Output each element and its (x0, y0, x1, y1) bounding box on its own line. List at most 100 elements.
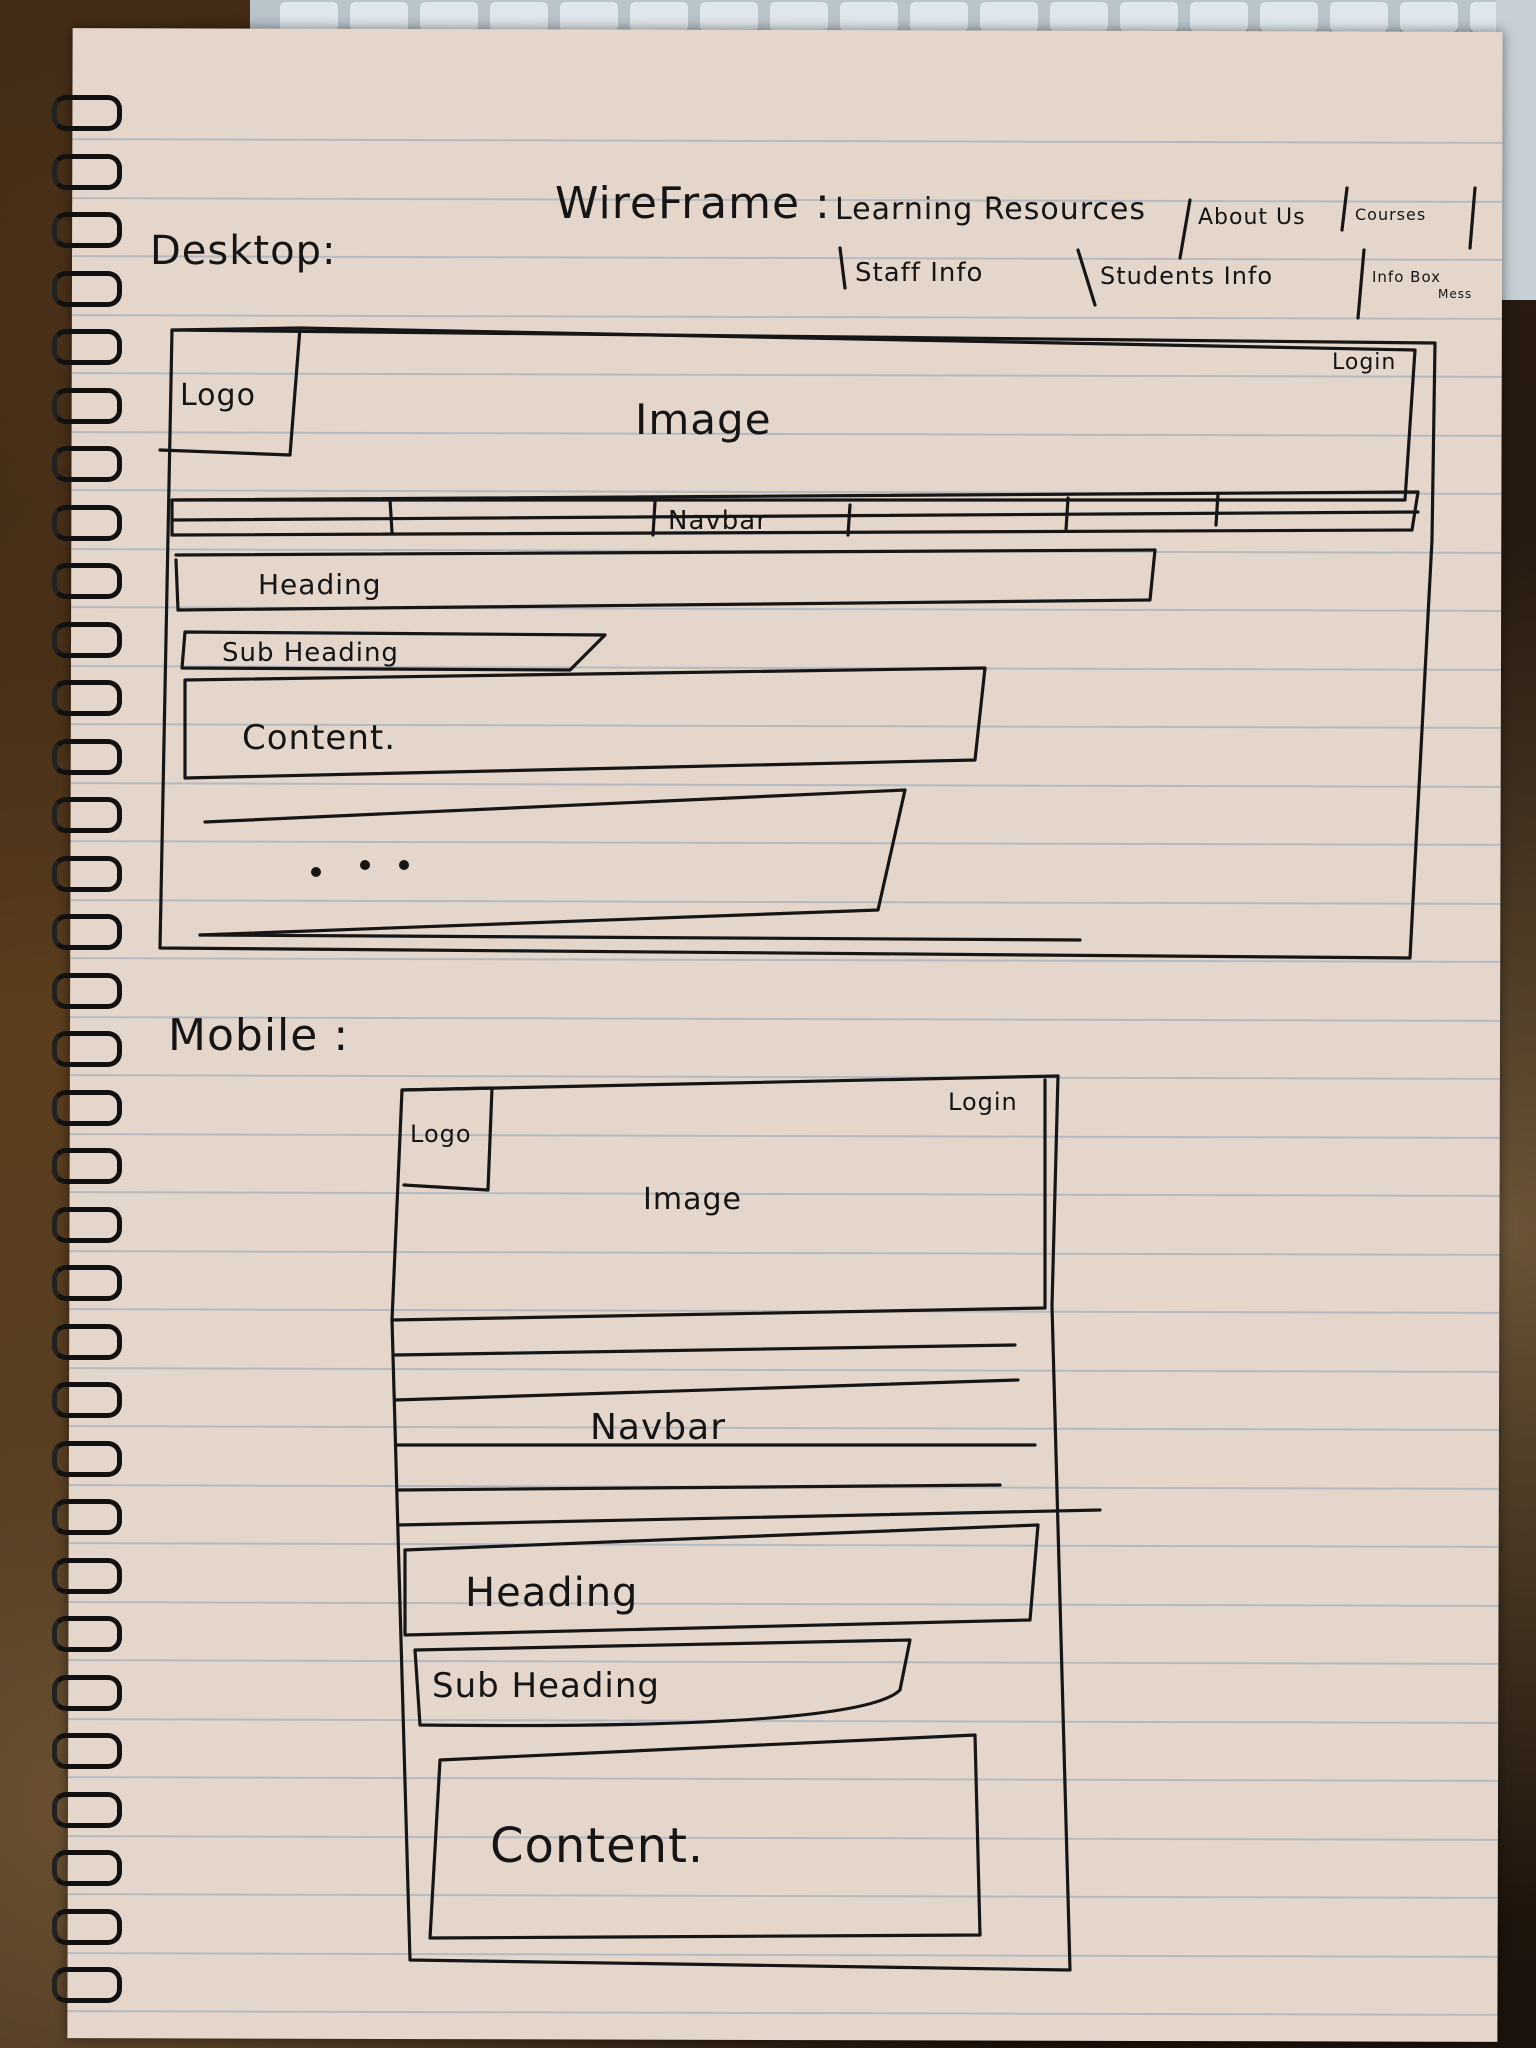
desktop-more-box-underline (198, 933, 1082, 942)
keyboard-key (560, 2, 618, 32)
desktop-login: Login (1332, 350, 1397, 375)
desktop-label: Desktop: (150, 228, 337, 274)
spiral-ring (52, 1148, 122, 1184)
desktop-frame-inner (172, 510, 1420, 522)
spiral-ring (52, 387, 122, 424)
mobile-subheading: Sub Heading (432, 1666, 660, 1706)
page-courses: Courses (1355, 205, 1427, 224)
spiral-ring (52, 1557, 122, 1594)
desktop-navbar (170, 490, 1420, 537)
keyboard-key (630, 2, 688, 32)
mobile-label: Mobile : (168, 1010, 350, 1061)
keyboard-key (1190, 2, 1248, 32)
desktop-logo-box (158, 326, 302, 457)
keyboard-key (1260, 2, 1318, 32)
spiral-ring (52, 329, 122, 365)
desktop-heading-box (174, 548, 1157, 612)
spiral-ring (52, 1089, 122, 1126)
spiral-ring (52, 95, 122, 131)
page-about-us: About Us (1198, 205, 1306, 230)
mobile-subheading-box (413, 1638, 912, 1728)
spiral-ring (52, 855, 122, 892)
desktop-image-box (174, 326, 1417, 502)
desktop-logo: Logo (180, 378, 256, 413)
navbar-divider (846, 503, 852, 537)
spiral-ring (52, 1206, 122, 1243)
spiral-ring (52, 1674, 122, 1711)
keyboard-key (980, 2, 1038, 32)
keyboard-key (700, 2, 758, 32)
mobile-navbar-line (393, 1343, 1017, 1357)
desktop-navbar: Navbar (668, 506, 768, 536)
desktop-frame (158, 328, 1437, 960)
divider (1468, 186, 1477, 250)
spiral-ring (52, 212, 122, 248)
spiral-ring (52, 1616, 122, 1652)
spiral-ring (52, 621, 122, 658)
mobile-logo-box (400, 1086, 494, 1192)
navbar-divider (651, 500, 657, 537)
desktop-image: Image (635, 395, 772, 444)
desktop-subheading-box (180, 630, 607, 672)
spiral-ring (52, 1323, 122, 1360)
keyboard-key (1050, 2, 1108, 32)
page-learning-resources: Learning Resources (835, 192, 1146, 227)
desktop-heading: Heading (258, 568, 382, 601)
navbar-divider (1064, 496, 1070, 532)
spiral-ring (52, 1850, 122, 1886)
spiral-ring (52, 1499, 122, 1535)
spiral-ring (52, 1791, 122, 1828)
mobile-content-box (428, 1733, 982, 1940)
divider (1356, 248, 1366, 320)
divider (1076, 248, 1097, 307)
desktop-content-box (183, 666, 987, 780)
wireframe-title: WireFrame : (555, 178, 831, 229)
page-students-info: Students Info (1100, 262, 1274, 290)
spiral-ring (52, 972, 122, 1009)
keyboard-key (490, 2, 548, 32)
spiral-ring (52, 504, 122, 541)
desktop-content: Content. (242, 718, 397, 758)
desktop-subheading: Sub Heading (222, 638, 399, 668)
spiral-ring (52, 1908, 122, 1945)
mobile-navbar-line (396, 1508, 1102, 1527)
keyboard-key (350, 2, 408, 32)
spiral-ring (52, 446, 122, 482)
divider (838, 246, 847, 290)
spiral-ring (52, 563, 122, 599)
divider (1340, 186, 1349, 232)
spiral-ring (52, 1733, 122, 1769)
spiral-ring (52, 738, 122, 775)
mobile-navbar: Navbar (590, 1407, 727, 1448)
spiral-ring (52, 914, 122, 950)
keyboard-key (420, 2, 478, 32)
keyboard-key (840, 2, 898, 32)
navbar-divider (388, 498, 394, 534)
spiral-ring (52, 680, 122, 716)
mobile-image-box (390, 1078, 1047, 1322)
mobile-image: Image (643, 1182, 742, 1217)
mobile-login: Login (948, 1088, 1018, 1116)
keyboard-edge (1496, 0, 1536, 300)
spiral-ring (52, 1382, 122, 1418)
desktop-more-box (198, 788, 907, 937)
spiral-ring (52, 797, 122, 833)
mobile-heading-box (403, 1523, 1040, 1637)
spiral-ring (52, 1031, 122, 1067)
keyboard-key (1330, 2, 1388, 32)
spiral-ring (52, 270, 122, 307)
mobile-navbar-line (395, 1483, 1002, 1492)
keyboard-key (910, 2, 968, 32)
keyboard-key (1400, 2, 1458, 32)
keyboard-key (770, 2, 828, 32)
page-staff-info: Staff Info (855, 258, 984, 288)
navbar-divider (1214, 492, 1220, 527)
spiral-ring (52, 1967, 122, 2003)
spiral-ring (52, 153, 122, 190)
mobile-content: Content. (490, 1818, 705, 1874)
mobile-navbar-line (393, 1378, 1020, 1402)
mobile-logo: Logo (410, 1120, 472, 1148)
divider (1178, 198, 1192, 260)
spiral-ring (52, 1440, 122, 1477)
